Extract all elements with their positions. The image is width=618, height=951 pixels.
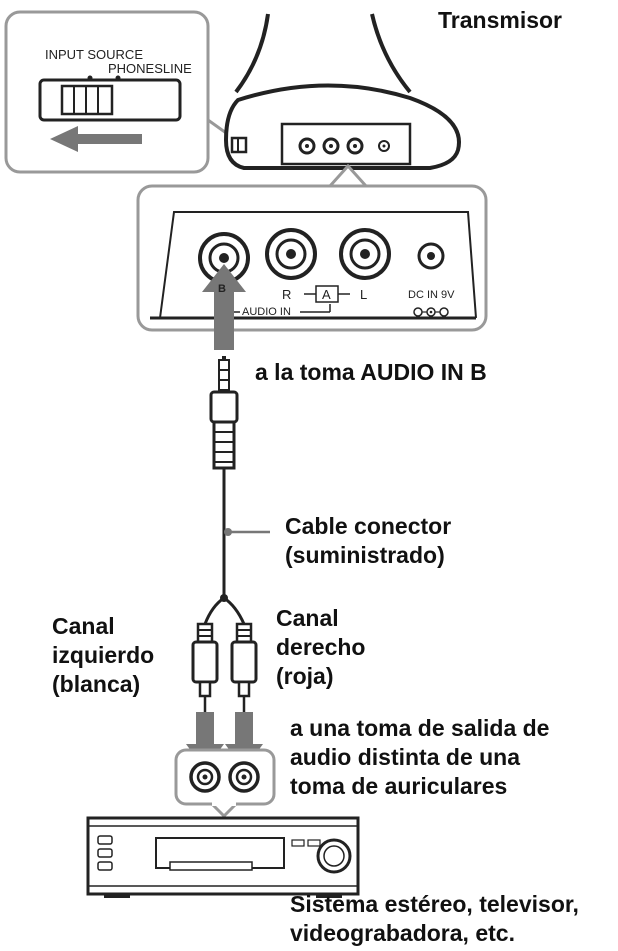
right-channel-callout: Canal derecho (roja) xyxy=(276,604,365,691)
audio-in-label: AUDIO IN xyxy=(242,306,291,318)
mini-jack-row xyxy=(298,137,390,155)
output-jack-callout: a una toma de salida de audio distinta d… xyxy=(290,714,549,801)
input-source-switch xyxy=(38,78,182,122)
jack-l xyxy=(339,228,391,280)
jack-dc-in xyxy=(413,242,449,317)
jack-b-label: B xyxy=(218,283,226,295)
jack-l-label: L xyxy=(360,287,368,302)
arrow-to-audio-in-b xyxy=(202,264,246,350)
device-line2: videograbadora, etc. xyxy=(290,920,515,946)
jack-r xyxy=(265,228,317,280)
left-channel-line3: (blanca) xyxy=(52,671,141,697)
dc-in-label: DC IN 9V xyxy=(408,289,455,301)
output-jack-line1: a una toma de salida de xyxy=(290,715,550,741)
audio-source-device xyxy=(86,816,360,898)
connecting-cable xyxy=(191,356,270,712)
audio-in-b-callout: a la toma AUDIO IN B xyxy=(255,359,487,385)
right-channel-line1: Canal xyxy=(276,605,339,631)
jack-panel-enlarged xyxy=(136,163,488,332)
input-source-label: INPUT SOURCE xyxy=(45,47,143,62)
jack-a-label: A xyxy=(322,287,331,302)
left-channel-line1: Canal xyxy=(52,613,115,639)
jack-r-label: R xyxy=(282,287,292,302)
device-line1: Sistema estéreo, televisor, xyxy=(290,891,579,917)
input-source-inset xyxy=(4,10,237,174)
cable-callout-line2: (suministrado) xyxy=(285,542,445,568)
right-channel-line2: derecho xyxy=(276,634,366,660)
transmitter-unit xyxy=(223,13,461,170)
rca-plug-left xyxy=(191,622,219,712)
right-channel-line3: (roja) xyxy=(276,663,334,689)
cable-callout-line1: Cable conector xyxy=(285,513,452,539)
left-channel-callout: Canal izquierdo (blanca) xyxy=(52,612,154,699)
left-channel-line2: izquierdo xyxy=(52,642,155,668)
output-jack-line2: audio distinta de una xyxy=(290,744,521,770)
rca-plug-right xyxy=(230,622,258,712)
phonesline-label: PHONESLINE xyxy=(108,61,192,76)
output-jacks-inset xyxy=(174,748,276,819)
slide-left-arrow xyxy=(50,126,142,152)
cable-callout: Cable conector (suministrado) xyxy=(285,512,451,570)
device-callout: Sistema estéreo, televisor, videograbado… xyxy=(290,890,579,948)
output-jack-line3: toma de auriculares xyxy=(290,773,508,799)
transmitter-title: Transmisor xyxy=(438,7,562,33)
